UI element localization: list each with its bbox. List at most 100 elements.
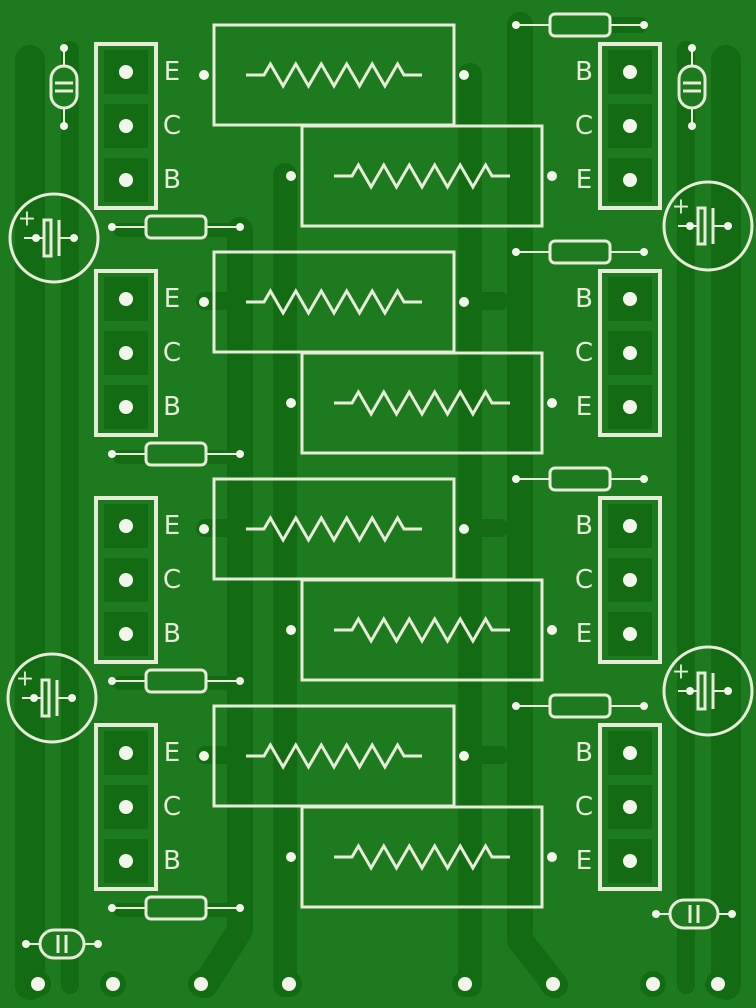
small-resistor-pad [236,223,244,231]
resistor-zigzag [334,842,510,872]
transistor-pin [623,746,637,760]
pin-label: E [164,511,180,541]
electrolytic-capacitor-outline [662,180,754,272]
pin-label: B [575,511,593,541]
capacitor-pad [32,234,40,242]
transistor-pin [119,746,133,760]
pin-label: C [163,111,181,141]
electrolytic-capacitor-outline [662,645,754,737]
small-resistor-body [144,441,208,467]
small-resistor-pad [512,702,520,710]
small-resistor-pad [512,248,520,256]
edge-pad [646,977,660,991]
edge-pad [194,977,208,991]
transistor-pin [119,346,133,360]
capacitor-pad [686,222,694,230]
transistor-outline [598,723,662,891]
small-resistor-pad [108,223,116,231]
transistor-pin [623,292,637,306]
small-resistor-pad [108,677,116,685]
edge-pad [458,977,472,991]
film-capacitor-body [49,64,79,110]
transistor-pin [119,854,133,868]
electrolytic-capacitor-outline [6,652,98,744]
film-capacitor-pad [60,122,68,130]
power-resistor-outline [300,805,544,909]
small-resistor-body [548,466,612,492]
capacitor-plus-label: + [672,195,690,220]
pin-label: B [163,846,181,876]
transistor-outline [598,269,662,437]
pin-label: C [163,565,181,595]
edge-pad [711,977,725,991]
transistor-outline [94,723,158,891]
transistor-pin [623,173,637,187]
pads-layer [22,21,736,997]
resistor-pad [547,625,557,635]
capacitor-plus-label: + [672,660,690,685]
transistor-outline [94,496,158,664]
small-resistor-body [144,668,208,694]
resistor-zigzag [246,514,422,544]
pin-label: C [575,338,593,368]
film-capacitor-pad [60,44,68,52]
resistor-pad [286,625,296,635]
capacitor-plus-label: + [16,667,34,692]
film-capacitor-pad [22,940,30,948]
transistor-pin [623,800,637,814]
transistor-outline [598,496,662,664]
transistor-pin [119,627,133,641]
resistor-pad [286,852,296,862]
resistor-zigzag [246,60,422,90]
resistor-pad [459,524,469,534]
pin-label: B [575,57,593,87]
resistor-zigzag [246,741,422,771]
resistor-zigzag [334,388,510,418]
pin-label: B [163,392,181,422]
transistor-pin [119,65,133,79]
small-resistor-body [144,895,208,921]
capacitor-pad [724,687,732,695]
resistor-pad [547,398,557,408]
small-resistor-pad [640,702,648,710]
transistor-pin [119,119,133,133]
small-resistor-body [144,214,208,240]
transistor-pin [119,173,133,187]
power-resistor-outline [300,578,544,682]
transistor-outline [94,42,158,210]
pin-label: C [163,792,181,822]
resistor-pad [459,70,469,80]
film-capacitor-pad [688,44,696,52]
transistor-pin [623,519,637,533]
film-capacitor-pad [94,940,102,948]
edge-pad [106,977,120,991]
film-capacitor-pad [652,910,660,918]
resistor-pad [547,171,557,181]
transistor-pin [119,400,133,414]
resistor-pad [199,70,209,80]
film-capacitor-pad [728,910,736,918]
resistor-zigzag [246,287,422,317]
small-resistor-body [548,12,612,38]
pin-label: C [575,111,593,141]
small-resistor-pad [108,450,116,458]
small-resistor-pad [236,904,244,912]
pin-label: E [164,57,180,87]
capacitor-pad [68,694,76,702]
resistor-pad [286,171,296,181]
film-capacitor-pad [688,122,696,130]
capacitor-plus-label: + [18,207,36,232]
power-resistor-outline [300,351,544,455]
transistor-pin [623,854,637,868]
resistor-zigzag [334,615,510,645]
resistor-pad [199,524,209,534]
resistor-pad [199,751,209,761]
small-resistor-pad [236,450,244,458]
resistor-pad [459,751,469,761]
pin-label: C [575,565,593,595]
pin-label: E [576,846,592,876]
small-resistor-pad [640,248,648,256]
pin-label: E [576,165,592,195]
resistor-pad [286,398,296,408]
